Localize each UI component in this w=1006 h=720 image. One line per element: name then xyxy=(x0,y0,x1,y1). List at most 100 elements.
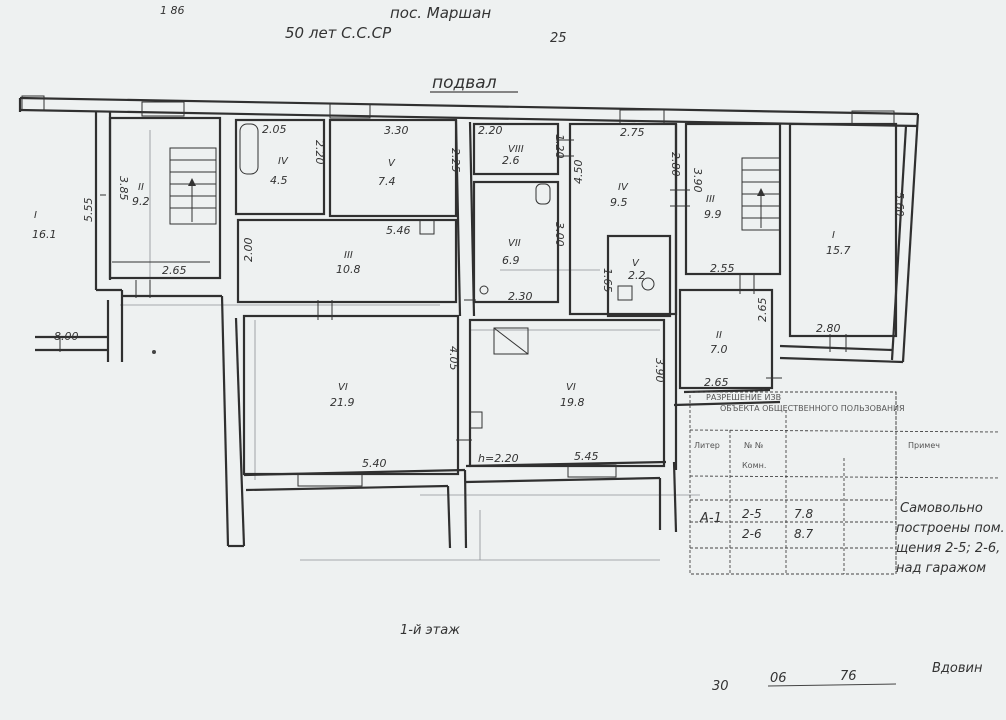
room-number: III xyxy=(344,250,353,261)
stamp-remark: построены пом. xyxy=(896,521,1005,536)
dimension: 1.65 xyxy=(601,268,614,293)
fixtures xyxy=(152,123,655,429)
plan-title: подвал xyxy=(432,73,497,93)
room-area: 10.8 xyxy=(336,263,361,276)
dimension: 2.65 xyxy=(704,376,729,389)
show-through-lines xyxy=(120,130,700,561)
dimension-labels: 5.55 3.85 2.65 2.05 2.20 3.30 2.25 5.46 … xyxy=(54,123,906,470)
dimension: 3.90 xyxy=(653,358,666,383)
dimension: 5.40 xyxy=(362,457,387,470)
dimension: 2.80 xyxy=(816,322,841,335)
dimension: 5.55 xyxy=(82,198,95,223)
room-area: 9.9 xyxy=(704,208,722,221)
dimension: 3.00 xyxy=(553,222,566,247)
stair-right xyxy=(741,157,781,231)
room-number: VI xyxy=(338,382,348,393)
stamp-subtitle: ОБЪЕКТА ОБЩЕСТВЕННОГО ПОЛЬЗОВАНИЯ xyxy=(720,404,905,413)
stamp-remark: над гаражом xyxy=(896,561,986,576)
dimension: 3.90 xyxy=(691,168,704,193)
date-year: 76 xyxy=(840,669,857,684)
dimension: 2.65 xyxy=(756,298,769,323)
dimension: h=2.20 xyxy=(478,452,519,465)
dimension: 4.05 xyxy=(447,346,460,371)
settlement-name: пос. Маршан xyxy=(390,4,491,22)
dimension: 5.45 xyxy=(574,450,599,463)
room-area: 7.0 xyxy=(710,343,728,356)
room-number: VI xyxy=(566,382,576,393)
dimension: 2.05 xyxy=(262,123,287,136)
stamp-table: РАЗРЕШЕНИЕ ИЗВ ОБЪЕКТА ОБЩЕСТВЕННОГО ПОЛ… xyxy=(689,391,1005,576)
stamp-col-num: № № xyxy=(744,441,764,450)
corner-mark: 1 86 xyxy=(160,4,185,17)
dimension: 1.20 xyxy=(553,134,566,159)
room-number: III xyxy=(706,194,715,205)
stamp-row2-num: 2-6 xyxy=(742,527,762,541)
stamp-col-liter: Литер xyxy=(694,441,720,450)
dimension: 3.85 xyxy=(117,176,130,201)
dimension: 8.00 xyxy=(54,330,79,343)
room-area: 2.2 xyxy=(628,269,646,282)
toilet-icon xyxy=(535,183,551,205)
dimension: 2.20 xyxy=(313,140,326,165)
dimension: 2.25 xyxy=(449,148,462,173)
signature: Вдовин xyxy=(932,661,983,676)
dimension: 2.65 xyxy=(162,264,187,277)
stamp-row1-area: 7.8 xyxy=(794,507,813,521)
sink-icon xyxy=(641,277,655,291)
boiler-icon xyxy=(419,219,435,235)
room-area: 19.8 xyxy=(560,396,585,409)
date-month: 06 xyxy=(770,671,787,686)
room-number: V xyxy=(388,158,396,169)
hatch-icon xyxy=(469,411,483,429)
room-area: 15.7 xyxy=(826,244,851,257)
shower-icon xyxy=(617,285,633,301)
stair-left xyxy=(169,147,217,225)
bathtub-icon xyxy=(239,123,259,175)
stamp-col-rooms: Комн. xyxy=(742,461,766,470)
stamp-row1-liter: А-1 xyxy=(699,511,722,526)
dimension: 4.50 xyxy=(572,160,585,185)
room-area: 9.2 xyxy=(132,195,150,208)
room-number: II xyxy=(138,182,144,193)
room-area: 6.9 xyxy=(502,254,520,267)
stamp-title: РАЗРЕШЕНИЕ ИЗВ xyxy=(706,393,781,402)
stamp-row1-num: 2-5 xyxy=(742,507,762,521)
street-name: 50 лет С.С.СР xyxy=(285,24,392,42)
stamp-row2-area: 8.7 xyxy=(794,527,813,541)
room-number: II xyxy=(716,330,722,341)
stamp-col-note: Примеч xyxy=(908,441,940,450)
dimension-ticks xyxy=(59,139,847,441)
room-area: 7.4 xyxy=(378,175,396,188)
dimension: 2.00 xyxy=(242,238,255,263)
date-day: 30 xyxy=(712,679,729,694)
dimension: 3.30 xyxy=(384,124,409,137)
room-labels: I 16.1 II 9.2 IV 4.5 V 7.4 III 10.8 VIII… xyxy=(32,144,851,409)
room-number: V xyxy=(632,258,640,269)
windows xyxy=(21,95,895,487)
dimension: 2.75 xyxy=(620,126,645,139)
vent-box-icon xyxy=(493,327,529,355)
marker-dot-icon xyxy=(152,350,156,354)
dimension: 5.46 xyxy=(386,224,411,237)
room-number: VII xyxy=(508,238,521,249)
date-underline xyxy=(767,683,897,687)
house-number: 25 xyxy=(550,31,567,46)
room-area: 21.9 xyxy=(330,396,355,409)
stamp-remark: Самовольно xyxy=(900,501,983,516)
room-number: I xyxy=(34,210,37,221)
dimension: 5.60 xyxy=(893,192,906,217)
room-number: VIII xyxy=(508,144,524,155)
dimension: 2.30 xyxy=(508,290,533,303)
drain-icon xyxy=(479,285,489,295)
room-number: IV xyxy=(618,182,629,193)
dimension: 2.55 xyxy=(710,262,735,275)
room-area: 2.6 xyxy=(502,154,520,167)
room-number: I xyxy=(832,230,835,241)
floor-label: 1-й этаж xyxy=(400,623,460,638)
room-number: IV xyxy=(278,156,289,167)
dimension: 2.80 xyxy=(669,152,682,177)
room-area: 4.5 xyxy=(270,174,288,187)
room-area: 9.5 xyxy=(610,196,628,209)
